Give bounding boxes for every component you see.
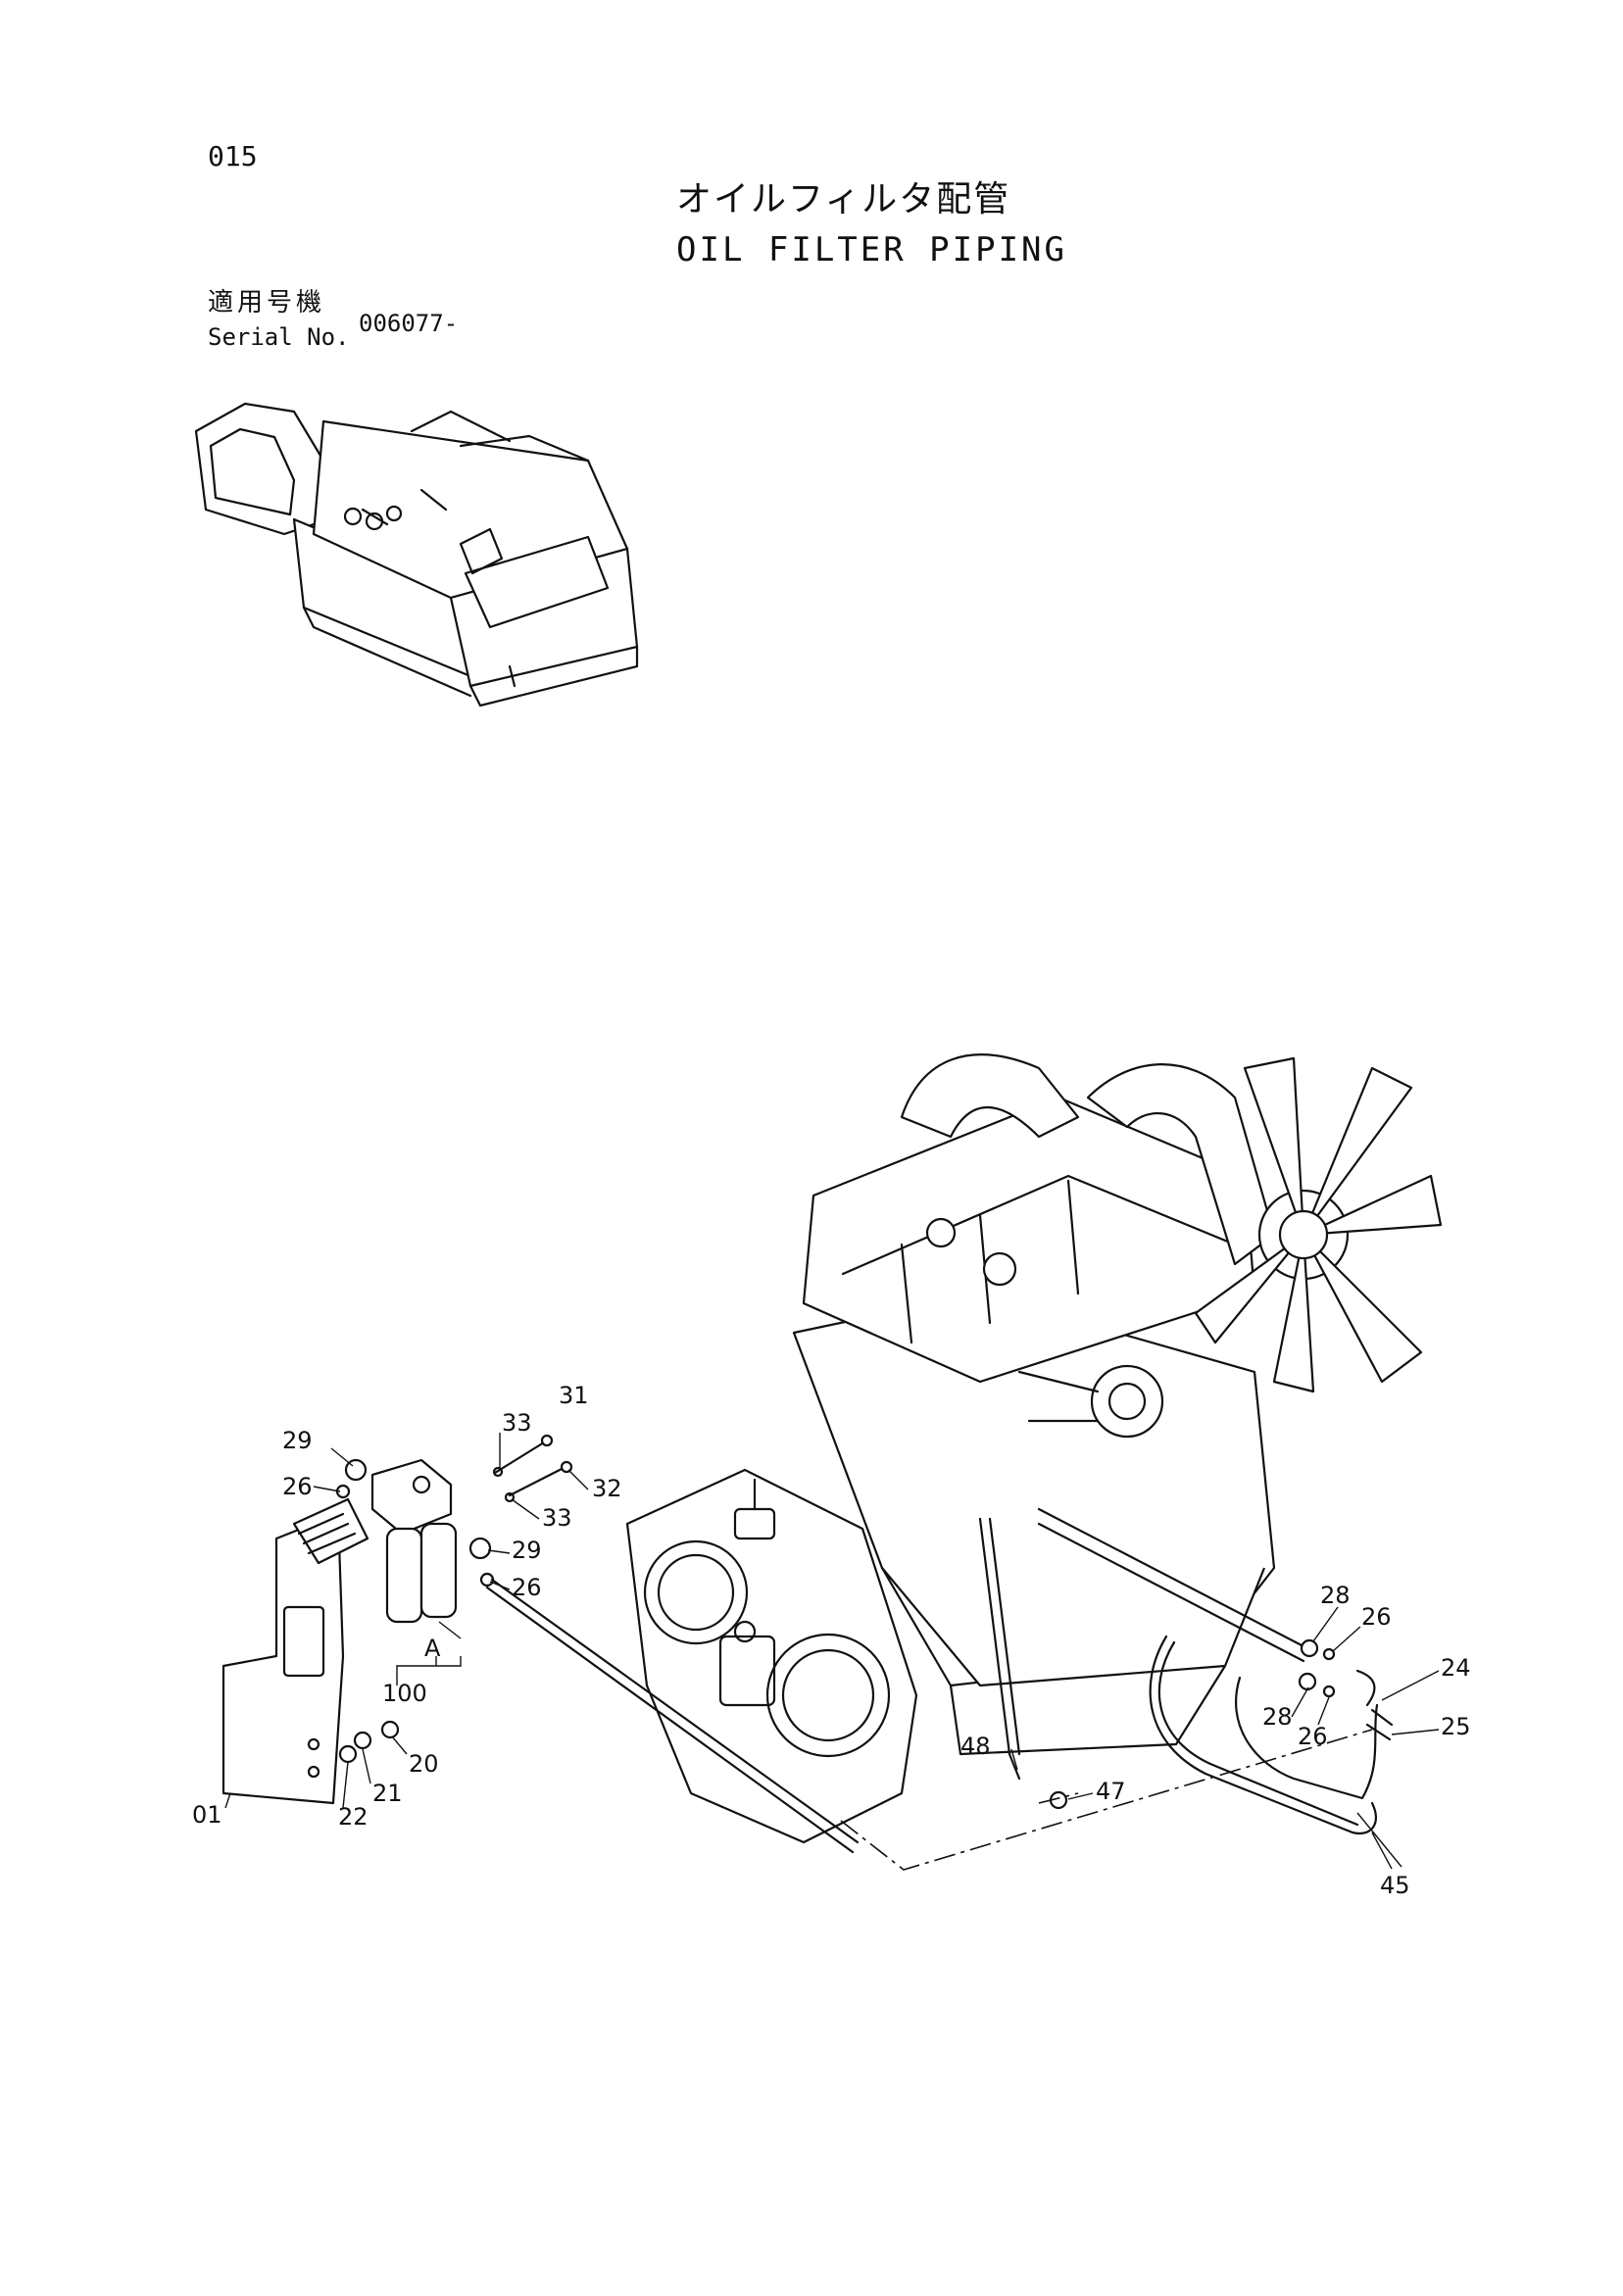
title-japanese: オイルフィルタ配管 (676, 179, 1011, 220)
filter-bracket-01 (221, 1497, 369, 1805)
serial-number-value: 006077- (359, 310, 459, 337)
page-number: 015 (208, 140, 258, 172)
callout-28-lower: 28 (1262, 1703, 1293, 1731)
serial-label-japanese: 適用号機 (208, 288, 326, 318)
callout-32: 32 (592, 1475, 622, 1502)
callout-28-upper: 28 (1320, 1582, 1351, 1609)
oil-filter-100 (370, 1458, 458, 1624)
engine-assembly (625, 1053, 1443, 1844)
callout-47: 47 (1096, 1778, 1126, 1805)
machine-location-thumbnail (194, 402, 639, 708)
callout-31: 31 (559, 1382, 589, 1409)
callout-100: 100 (382, 1680, 427, 1707)
oil-filter-location-marker (459, 527, 504, 575)
callout-26-left: 26 (282, 1473, 313, 1500)
callout-45: 45 (1380, 1872, 1410, 1899)
callout-33-upper: 33 (502, 1409, 532, 1437)
callout-48: 48 (960, 1733, 991, 1760)
callout-20: 20 (409, 1750, 439, 1778)
title-english: OIL FILTER PIPING (676, 230, 1067, 269)
callout-29-left: 29 (282, 1427, 313, 1454)
leader-lines (840, 1729, 1373, 1871)
callout-leaders (224, 1433, 1440, 1870)
callout-26-upper: 26 (1361, 1603, 1392, 1631)
callout-01: 01 (192, 1801, 222, 1829)
callout-A: A (424, 1635, 441, 1662)
callout-25: 25 (1441, 1713, 1471, 1740)
callout-33-lower: 33 (542, 1504, 572, 1532)
oil-filter-pipe (485, 1578, 860, 1854)
serial-label-english: Serial No. (208, 323, 350, 351)
callout-21: 21 (372, 1780, 403, 1807)
callout-24: 24 (1441, 1654, 1471, 1682)
callout-29-right: 29 (512, 1537, 542, 1564)
callout-26-lower: 26 (1298, 1723, 1328, 1750)
cooling-fan (1194, 1056, 1443, 1393)
hoses-45 (1149, 1635, 1394, 1835)
callout-26-right: 26 (512, 1574, 542, 1601)
